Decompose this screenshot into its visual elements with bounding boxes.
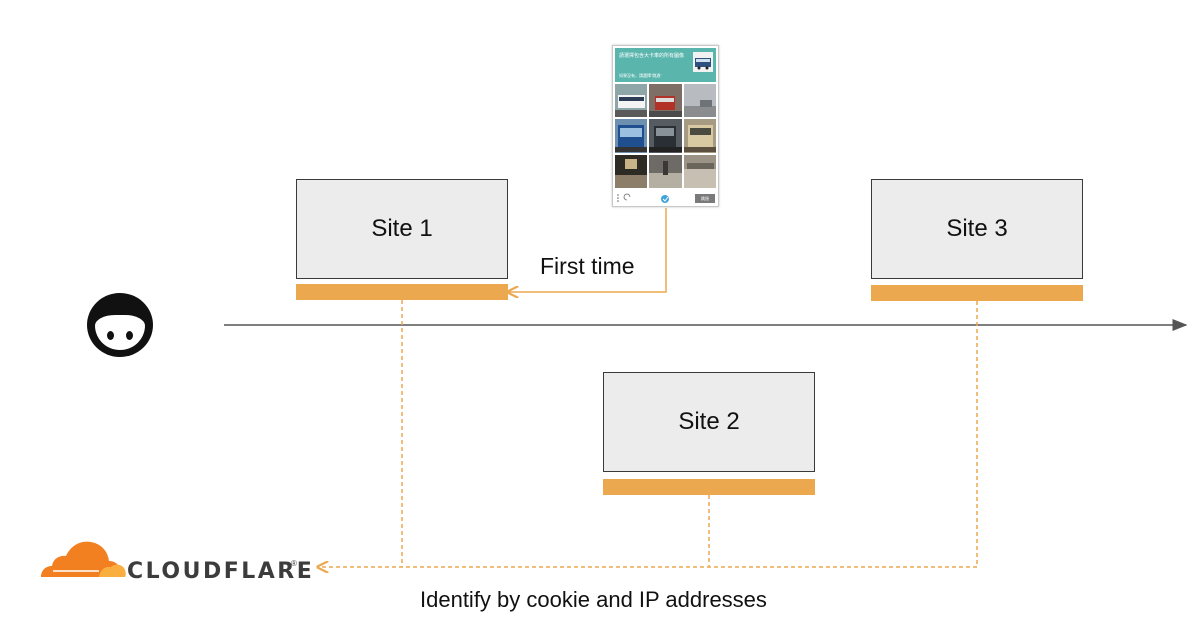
cloudflare-wordmark: CLOUDFLARE bbox=[127, 559, 315, 584]
cloudflare-logo: CLOUDFLARE ® bbox=[39, 537, 312, 584]
captcha-subtitle: 如果沒有，請選擇"跳過" bbox=[619, 73, 662, 78]
site-1-box: Site 1 bbox=[296, 179, 508, 279]
captcha-tile[interactable] bbox=[683, 84, 716, 118]
site-2-label: Site 2 bbox=[678, 408, 740, 435]
right-eye bbox=[126, 331, 133, 340]
site-2-box: Site 2 bbox=[603, 372, 815, 472]
site-3-box: Site 3 bbox=[871, 179, 1083, 279]
site-1-bar bbox=[296, 284, 508, 300]
captcha-image-grid bbox=[615, 84, 716, 188]
hcaptcha-logo-icon bbox=[661, 195, 669, 203]
captcha-header: 請選擇包含大卡車的所有圖像 如果沒有，請選擇"跳過" bbox=[615, 48, 716, 82]
sample-bus-icon bbox=[695, 58, 711, 70]
site-2-bar bbox=[603, 479, 815, 495]
cloudflare-cloud-icon bbox=[41, 541, 126, 577]
captcha-widget: 請選擇包含大卡車的所有圖像 如果沒有，請選擇"跳過" bbox=[612, 45, 719, 207]
identify-label: Identify by cookie and IP addresses bbox=[420, 587, 767, 612]
captcha-tile[interactable] bbox=[615, 154, 648, 188]
captcha-tile[interactable] bbox=[683, 119, 716, 153]
menu-dots-icon bbox=[617, 194, 619, 202]
first-time-label: First time bbox=[540, 253, 635, 279]
captcha-skip-button[interactable]: 跳過 bbox=[695, 194, 715, 203]
site-1-label: Site 1 bbox=[371, 215, 433, 242]
first-time-arrow bbox=[508, 208, 667, 292]
captcha-footer: 跳過 bbox=[613, 190, 718, 206]
captcha-sample-image bbox=[693, 52, 713, 72]
captcha-tile[interactable] bbox=[615, 84, 648, 118]
face-skin bbox=[95, 315, 145, 350]
site-3-bar bbox=[871, 285, 1083, 301]
registered-mark: ® bbox=[291, 559, 297, 568]
user-face-icon bbox=[87, 293, 153, 357]
captcha-title: 請選擇包含大卡車的所有圖像 bbox=[619, 53, 685, 59]
captcha-tile[interactable] bbox=[615, 119, 648, 153]
captcha-tile[interactable] bbox=[649, 154, 682, 188]
refresh-icon bbox=[623, 193, 631, 201]
captcha-tile[interactable] bbox=[683, 154, 716, 188]
captcha-tile[interactable] bbox=[649, 119, 682, 153]
captcha-tile[interactable] bbox=[649, 84, 682, 118]
left-eye bbox=[107, 331, 114, 340]
site-3-label: Site 3 bbox=[946, 215, 1008, 242]
